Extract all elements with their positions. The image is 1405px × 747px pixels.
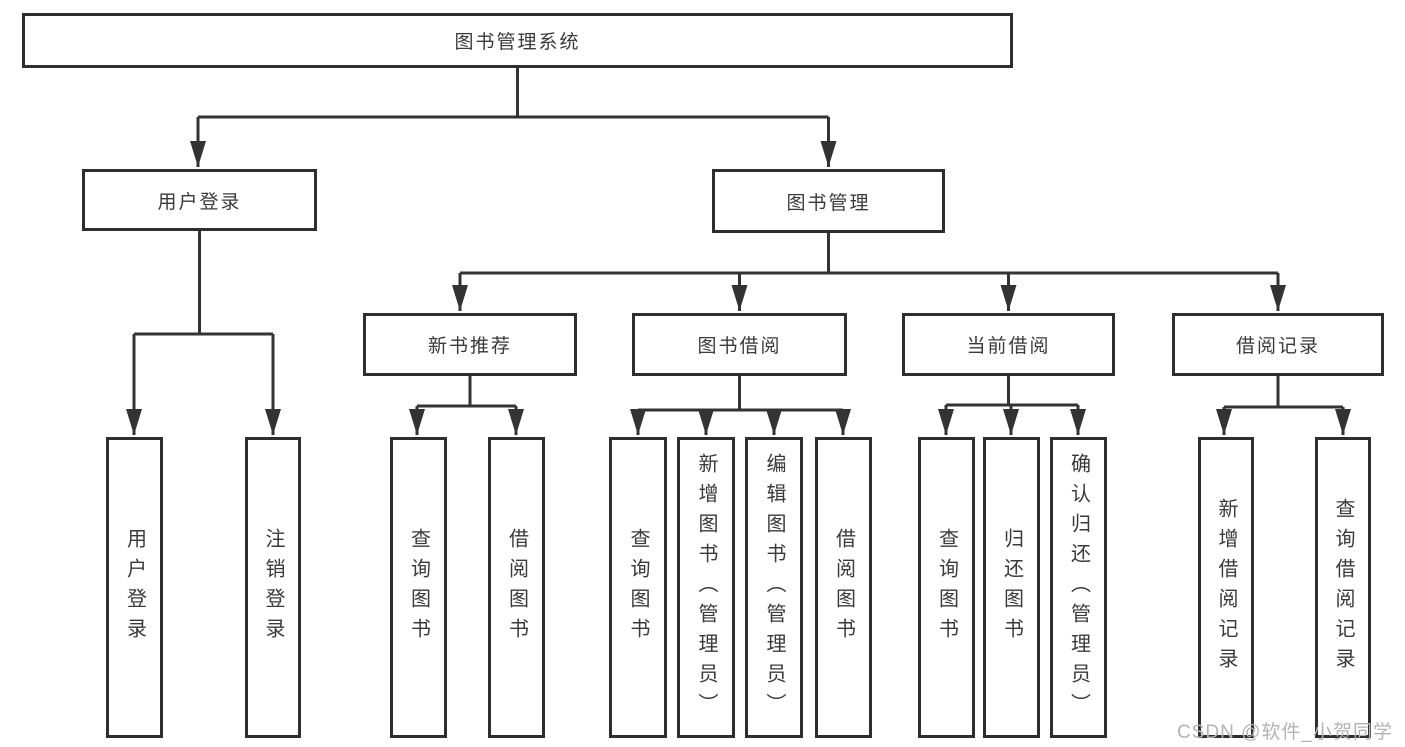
leaf-borrow-books-1: 借阅图书 — [488, 437, 545, 738]
leaf-user-login: 用户登录 — [106, 437, 163, 738]
node-current-borrow: 当前借阅 — [902, 313, 1115, 376]
leaf-query-books-1: 查询图书 — [390, 437, 447, 738]
leaf-edit-books-admin: 编辑图书（管理员） — [745, 437, 803, 738]
node-root: 图书管理系统 — [22, 13, 1013, 68]
node-new-book-recommend: 新书推荐 — [363, 313, 577, 376]
leaf-add-books-admin: 新增图书（管理员） — [677, 437, 735, 738]
leaf-logout: 注销登录 — [245, 437, 301, 738]
node-book-management: 图书管理 — [712, 169, 945, 233]
leaf-add-borrow-record: 新增借阅记录 — [1198, 437, 1254, 738]
node-book-borrow: 图书借阅 — [632, 313, 847, 376]
leaf-borrow-books-2: 借阅图书 — [815, 437, 872, 738]
node-borrow-record: 借阅记录 — [1172, 313, 1384, 376]
leaf-query-borrow-record: 查询借阅记录 — [1315, 437, 1371, 738]
leaf-return-books: 归还图书 — [983, 437, 1040, 738]
leaf-query-books-3: 查询图书 — [918, 437, 975, 738]
node-user-login: 用户登录 — [82, 169, 317, 231]
leaf-confirm-return-admin: 确认归还（管理员） — [1050, 437, 1107, 738]
leaf-query-books-2: 查询图书 — [609, 437, 667, 738]
